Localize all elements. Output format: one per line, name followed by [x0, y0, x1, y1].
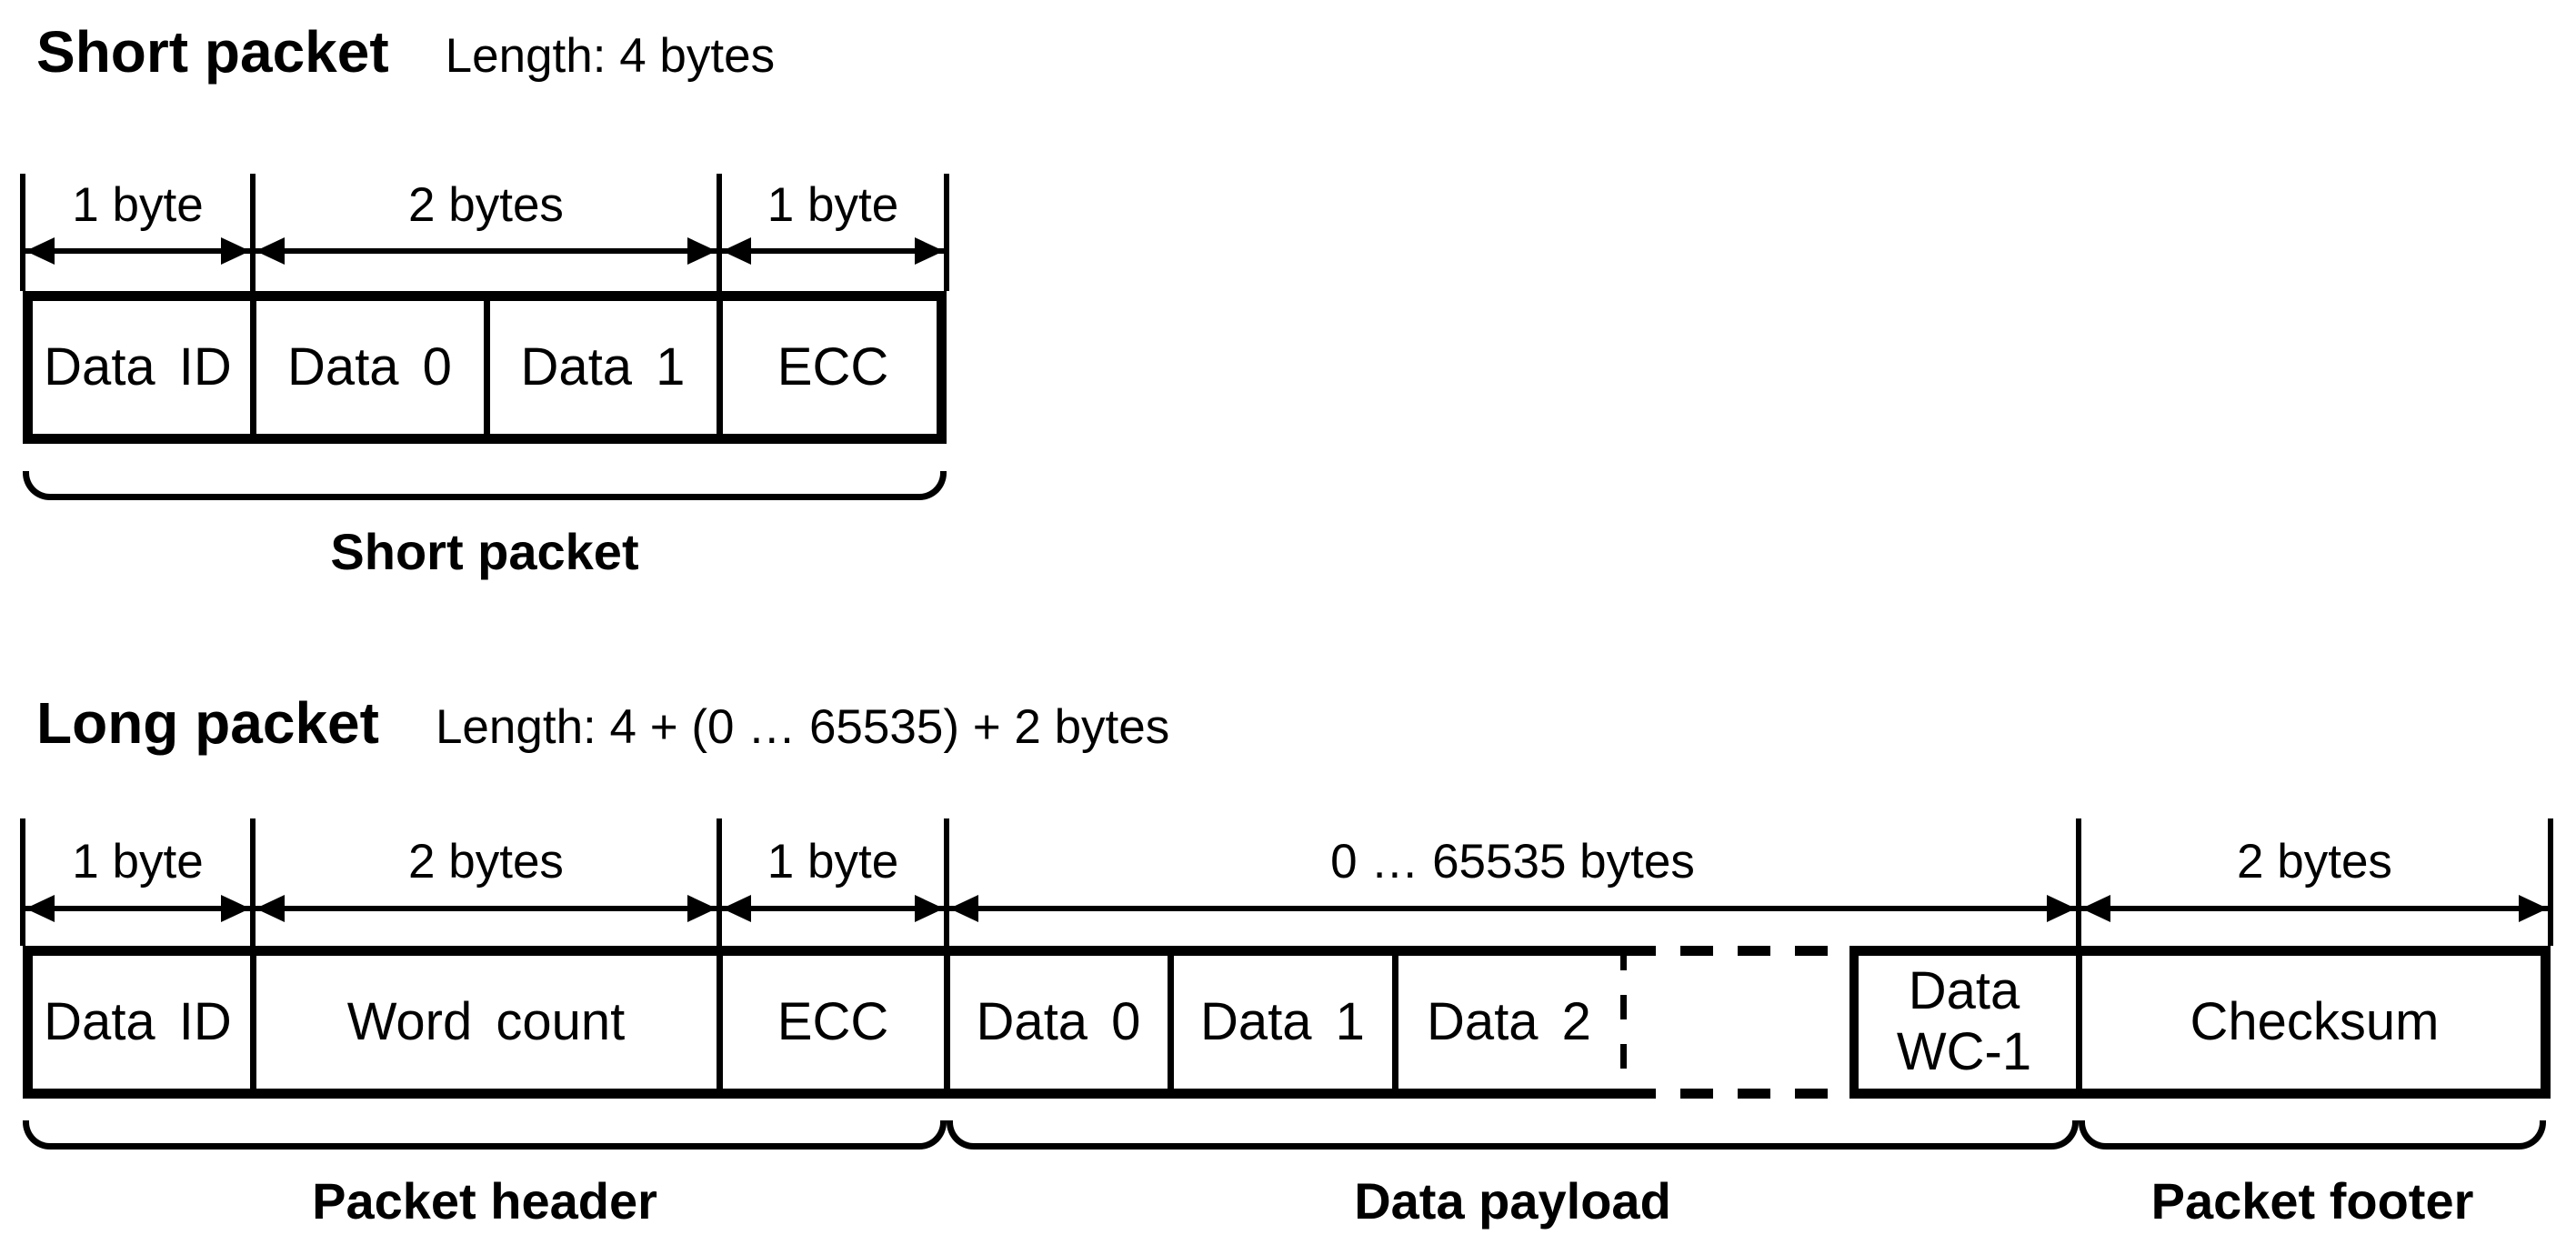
- field-separator: [717, 946, 723, 1099]
- field-separator: [944, 946, 950, 1099]
- box-border-left: [23, 946, 33, 1099]
- span-label: 1 byte: [72, 834, 204, 889]
- span-label: 1 byte: [767, 177, 899, 232]
- box-border-top: [1849, 946, 2551, 956]
- data-payload-brace-label: Data payload: [1354, 1172, 1671, 1230]
- field-cell-omitted-data: [1623, 946, 1849, 1099]
- span-label: 1 byte: [767, 834, 899, 889]
- box-border-bottom: [1849, 1089, 2551, 1099]
- tick-mark: [250, 174, 256, 291]
- field-cell-checksum: Checksum: [2190, 991, 2440, 1051]
- byte-span-arrow: [2081, 895, 2548, 922]
- short-packet-brace-label: Short packet: [330, 523, 639, 580]
- field-cell-ecc: ECC: [777, 336, 889, 397]
- field-cell-data-id: Data ID: [44, 336, 232, 397]
- span-label: 0 … 65535 bytes: [1330, 834, 1695, 889]
- span-label: 2 bytes: [2237, 834, 2392, 889]
- tick-mark: [944, 818, 949, 946]
- short-packet-brace: [23, 471, 947, 500]
- packet-header-brace: [23, 1120, 947, 1150]
- packet-header-brace-label: Packet header: [312, 1172, 657, 1230]
- field-separator: [717, 291, 723, 444]
- field-separator: [1849, 946, 1859, 1099]
- short-packet-title: Short packet: [36, 19, 389, 85]
- long-packet-length-label: Length: 4 + (0 … 65535) + 2 bytes: [435, 700, 1170, 754]
- packet-footer-brace-label: Packet footer: [2150, 1172, 2474, 1230]
- field-cell-data-0: Data 0: [976, 991, 1141, 1051]
- packet-footer-brace: [2079, 1120, 2546, 1150]
- field-cell-ecc: ECC: [777, 991, 889, 1051]
- field-cell-data-1: Data 1: [1200, 991, 1365, 1051]
- tick-mark: [717, 174, 722, 291]
- byte-span-arrow: [25, 895, 250, 922]
- tick-mark: [944, 174, 949, 291]
- byte-span-arrow: [256, 895, 717, 922]
- field-cell-data-id: Data ID: [44, 991, 232, 1051]
- box-border-right: [2541, 946, 2551, 1099]
- long-packet-title: Long packet: [36, 690, 379, 756]
- byte-span-arrow: [25, 237, 250, 265]
- field-separator: [250, 946, 256, 1099]
- tick-mark: [20, 174, 25, 291]
- span-label: 2 bytes: [408, 177, 564, 232]
- field-cell-data-1: Data 1: [520, 336, 686, 397]
- byte-span-arrow: [256, 237, 717, 265]
- short-packet-title-row: Short packet Length: 4 bytes: [36, 19, 776, 85]
- tick-mark: [20, 818, 25, 946]
- byte-span-arrow: [949, 895, 2076, 922]
- field-cell-word-count: Word count: [346, 991, 626, 1051]
- tick-mark: [717, 818, 722, 946]
- box-border-bottom: [23, 1089, 1623, 1099]
- box-border-top: [23, 946, 1623, 956]
- field-cell-data-wc-1: Data WC-1: [1896, 961, 2032, 1081]
- field-cell-data-0: Data 0: [287, 336, 452, 397]
- field-separator-dashed: [1620, 946, 1627, 1099]
- byte-span-arrow: [722, 237, 944, 265]
- tick-mark: [2548, 818, 2553, 946]
- tick-mark: [250, 818, 256, 946]
- box-border-top-dashed: [1623, 946, 1849, 956]
- data-payload-brace: [947, 1120, 2079, 1150]
- box-border-bottom-dashed: [1623, 1089, 1849, 1099]
- field-separator: [484, 291, 490, 444]
- span-label: 2 bytes: [408, 834, 564, 889]
- field-separator: [2076, 946, 2082, 1099]
- long-packet-title-row: Long packet Length: 4 + (0 … 65535) + 2 …: [36, 690, 1170, 756]
- field-separator: [250, 291, 256, 444]
- short-packet-length-label: Length: 4 bytes: [445, 29, 776, 83]
- field-separator: [1168, 946, 1174, 1099]
- byte-span-arrow: [722, 895, 944, 922]
- field-separator: [1392, 946, 1398, 1099]
- span-label: 1 byte: [72, 177, 204, 232]
- tick-mark: [2076, 818, 2081, 946]
- field-cell-data-2: Data 2: [1427, 991, 1591, 1051]
